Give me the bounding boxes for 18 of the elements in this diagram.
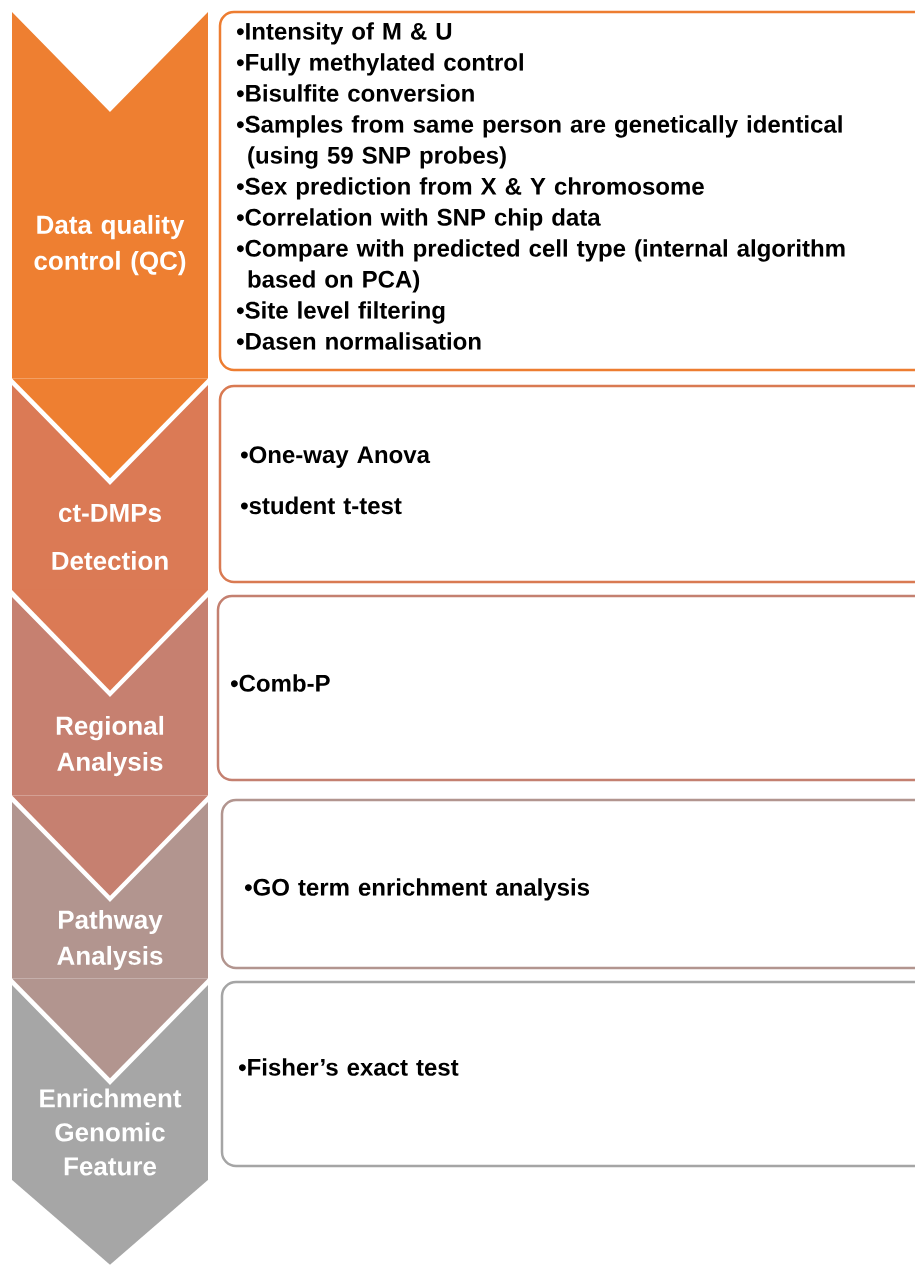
arrow-tip: [11, 795, 209, 896]
node-label: Data quality control (QC): [34, 214, 186, 276]
bullet-list-box: •Intensity of M & U •Fully methylated control •Bisulfite conversion •Samples from same person are genetically identical (using 59 SNP probes) •Sex prediction from X & Y chromosome •Correlation with SNP chip data •Compare with predicted cell type (internal algorithm based on PCA) •Site level filtering •Dasen normalisation: [218, 10, 915, 372]
node-label: Pathway Analysis: [57, 909, 163, 971]
bullet-list-box: •Fisher’s exact test: [220, 980, 915, 1168]
bullet-list-box: •Comb-P: [216, 594, 915, 782]
node-label: Regional Analysis: [56, 715, 164, 777]
step-block: Pathway Analysis: [12, 802, 208, 978]
bullet-list-box: •One-way Anova •student t-test: [218, 384, 915, 584]
bullet-list-box: •GO term enrichment analysis: [220, 798, 915, 970]
arrow-tip: [11, 978, 209, 1079]
node-label: Enrichment Genomic Feature: [40, 1088, 182, 1176]
arrow-tip: [11, 589, 209, 691]
arrow-tip: [11, 378, 209, 479]
step-block: Regional Analysis: [12, 597, 208, 795]
step-block: ct-DMPs Detection: [12, 385, 208, 590]
arrow-tip: [11, 1179, 209, 1265]
node-label: ct-DMPs Detection: [52, 503, 168, 571]
